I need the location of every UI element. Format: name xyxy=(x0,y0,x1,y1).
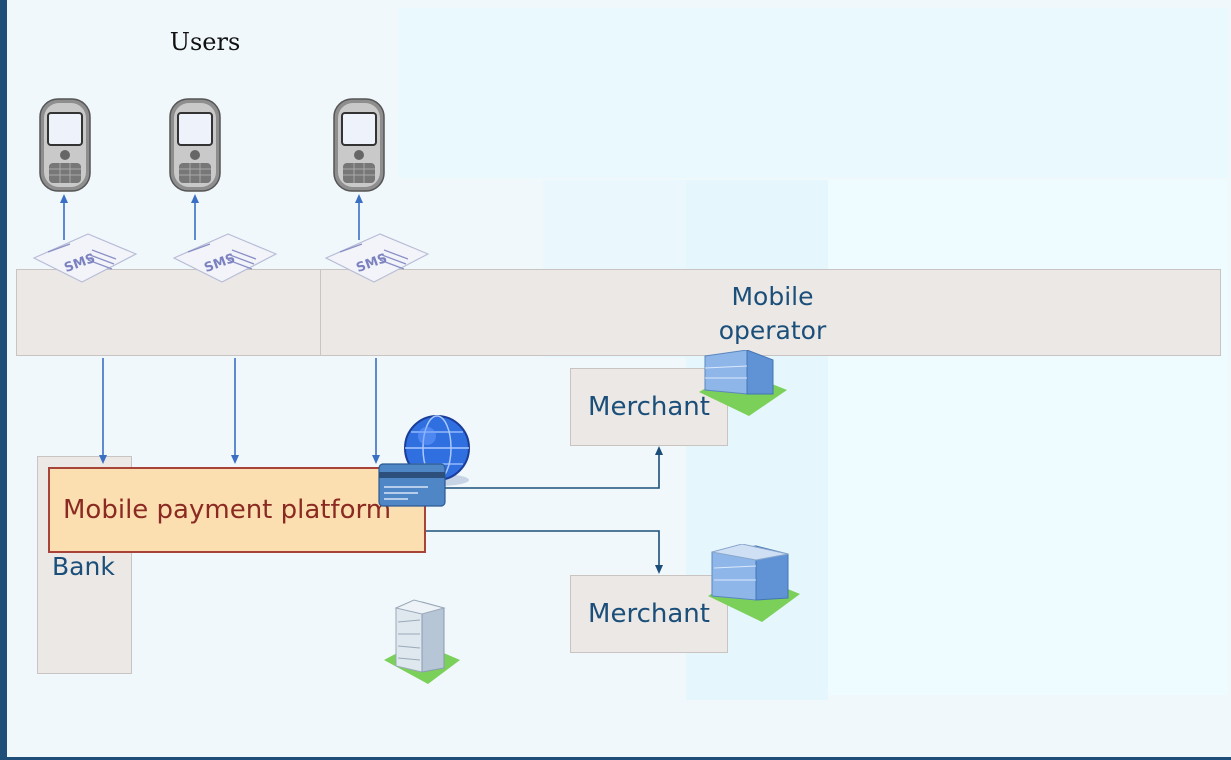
shop-building-icon xyxy=(699,350,787,416)
merchant-box-1 xyxy=(570,368,728,446)
mobile-operator-label-line-2: operator xyxy=(718,316,827,345)
mobile-payment-platform-box xyxy=(48,467,426,553)
merchant-label-1: Merchant xyxy=(588,392,710,422)
sms-envelope-icon: SMS xyxy=(30,228,140,288)
merchant-box-2 xyxy=(570,575,728,653)
frame-left-border xyxy=(0,0,7,760)
credit-card-icon xyxy=(378,463,446,507)
sms-envelope-icon: SMS xyxy=(170,228,280,288)
mobile-payment-platform-label: Mobile payment platform xyxy=(63,495,392,525)
mobile-operator-label: Mobile operator xyxy=(690,280,855,348)
platform-to-merchant-2-arrow xyxy=(426,530,663,574)
mobile-operator-label-line-1: Mobile xyxy=(731,282,814,311)
sms-envelope-icon: SMS xyxy=(322,228,432,288)
mobile-phone-icon xyxy=(39,98,91,192)
merchant-label-2: Merchant xyxy=(588,599,710,629)
shop-building-icon xyxy=(708,544,800,622)
mobile-phone-icon xyxy=(333,98,385,192)
users-label: Users xyxy=(169,28,241,56)
platform-to-merchant-1-arrow xyxy=(445,446,663,489)
mobile-operator-divider xyxy=(320,269,321,356)
background-panel-top-right xyxy=(398,8,1228,178)
frame-bottom-border xyxy=(0,757,1231,760)
mobile-phone-icon xyxy=(169,98,221,192)
background-panel-right xyxy=(828,180,1228,695)
bank-label: Bank xyxy=(52,552,115,581)
mobile-operator-box xyxy=(16,269,1221,356)
bank-building-icon xyxy=(384,599,460,684)
